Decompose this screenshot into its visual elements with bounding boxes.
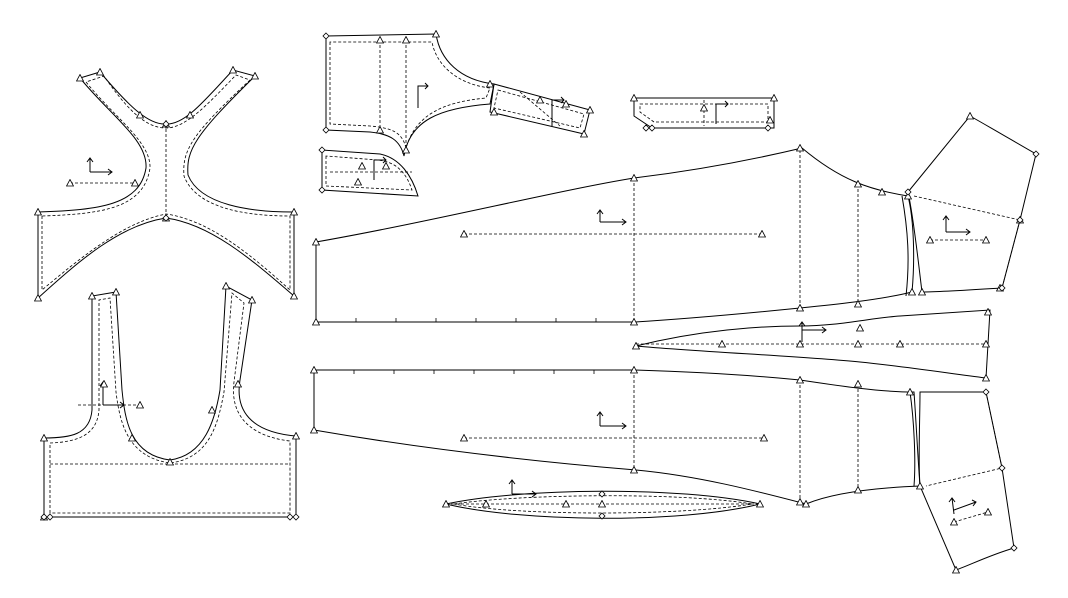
grainline-arrow-icon: [86, 157, 113, 176]
triangle-notch-icon: [229, 66, 237, 74]
triangle-notch-icon: [950, 518, 958, 526]
triangle-notch-icon: [908, 288, 916, 296]
diamond-corner-icon: [46, 513, 54, 521]
triangle-notch-icon: [854, 340, 862, 348]
triangle-notch-icon: [402, 36, 410, 44]
triangle-notch-icon: [208, 406, 216, 414]
piece-sleeve-cap-top[interactable]: [321, 33, 591, 197]
diamond-corner-icon: [764, 124, 772, 132]
measurement-ticks: [353, 318, 597, 374]
triangle-notch-icon: [854, 486, 862, 494]
triangle-notch-icon: [952, 566, 960, 574]
diamond-corner-icon: [318, 146, 326, 154]
grainline-arrow-icon: [508, 479, 537, 498]
triangle-notch-icon: [96, 68, 104, 76]
diamond-corner-icon: [292, 513, 300, 521]
triangle-notch-icon: [112, 288, 120, 296]
diamond-corner-icon: [286, 513, 294, 521]
grainline-arrow-icon: [948, 497, 977, 515]
triangle-notch-icon: [234, 380, 242, 388]
diamond-corner-icon: [998, 464, 1006, 472]
grainline-arrow-icon: [417, 82, 429, 108]
grainline-arrow-icon: [596, 411, 627, 430]
triangle-notch-icon: [598, 500, 606, 508]
diamond-corner-icon: [318, 186, 326, 194]
diamond-corner-icon: [982, 388, 990, 396]
grainline-arrow-icon: [551, 96, 565, 126]
grainline-arrow-icon: [596, 209, 627, 226]
triangle-notch-icon: [718, 340, 726, 348]
triangle-notch-icon: [490, 108, 498, 116]
triangle-notch-icon: [310, 426, 318, 434]
triangle-notch-icon: [222, 282, 230, 290]
triangle-notch-icon: [136, 401, 144, 409]
triangle-notch-icon: [376, 126, 384, 134]
notch-markers: [34, 30, 1040, 574]
triangle-notch-icon: [982, 236, 990, 244]
triangle-notch-icon: [354, 178, 362, 186]
diamond-corner-icon: [1032, 150, 1040, 158]
piece-narrow-gusset[interactable]: [635, 309, 991, 379]
triangle-notch-icon: [376, 36, 384, 44]
piece-lens-gusset[interactable]: [445, 479, 761, 519]
triangle-notch-icon: [402, 146, 410, 154]
grainline-arrow-icon: [798, 321, 827, 342]
triangle-notch-icon: [700, 104, 708, 112]
piece-y-yoke[interactable]: [37, 69, 295, 300]
diamond-corner-icon: [648, 124, 656, 132]
piece-foot-lower[interactable]: [918, 391, 1015, 571]
triangle-notch-icon: [966, 112, 974, 120]
triangle-notch-icon: [358, 162, 366, 170]
grainline-arrow-icon: [373, 156, 387, 180]
triangle-notch-icon: [856, 324, 864, 332]
triangle-notch-icon: [766, 116, 774, 124]
triangle-notch-icon: [248, 296, 256, 304]
diamond-corner-icon: [322, 32, 330, 40]
grainline-arrow-icon: [715, 100, 729, 124]
diamond-corner-icon: [322, 126, 330, 134]
piece-lower-leg-panel[interactable]: [313, 369, 921, 505]
piece-front-bodice[interactable]: [43, 285, 297, 518]
diamond-corner-icon: [1010, 544, 1018, 552]
triangle-notch-icon: [382, 162, 390, 170]
piece-upper-leg-panel[interactable]: [315, 147, 915, 323]
triangle-notch-icon: [854, 380, 862, 388]
piece-small-band[interactable]: [633, 97, 775, 129]
grainline-arrow-icon: [942, 215, 971, 236]
triangle-notch-icon: [984, 508, 992, 516]
piece-foot-upper[interactable]: [907, 115, 1037, 293]
